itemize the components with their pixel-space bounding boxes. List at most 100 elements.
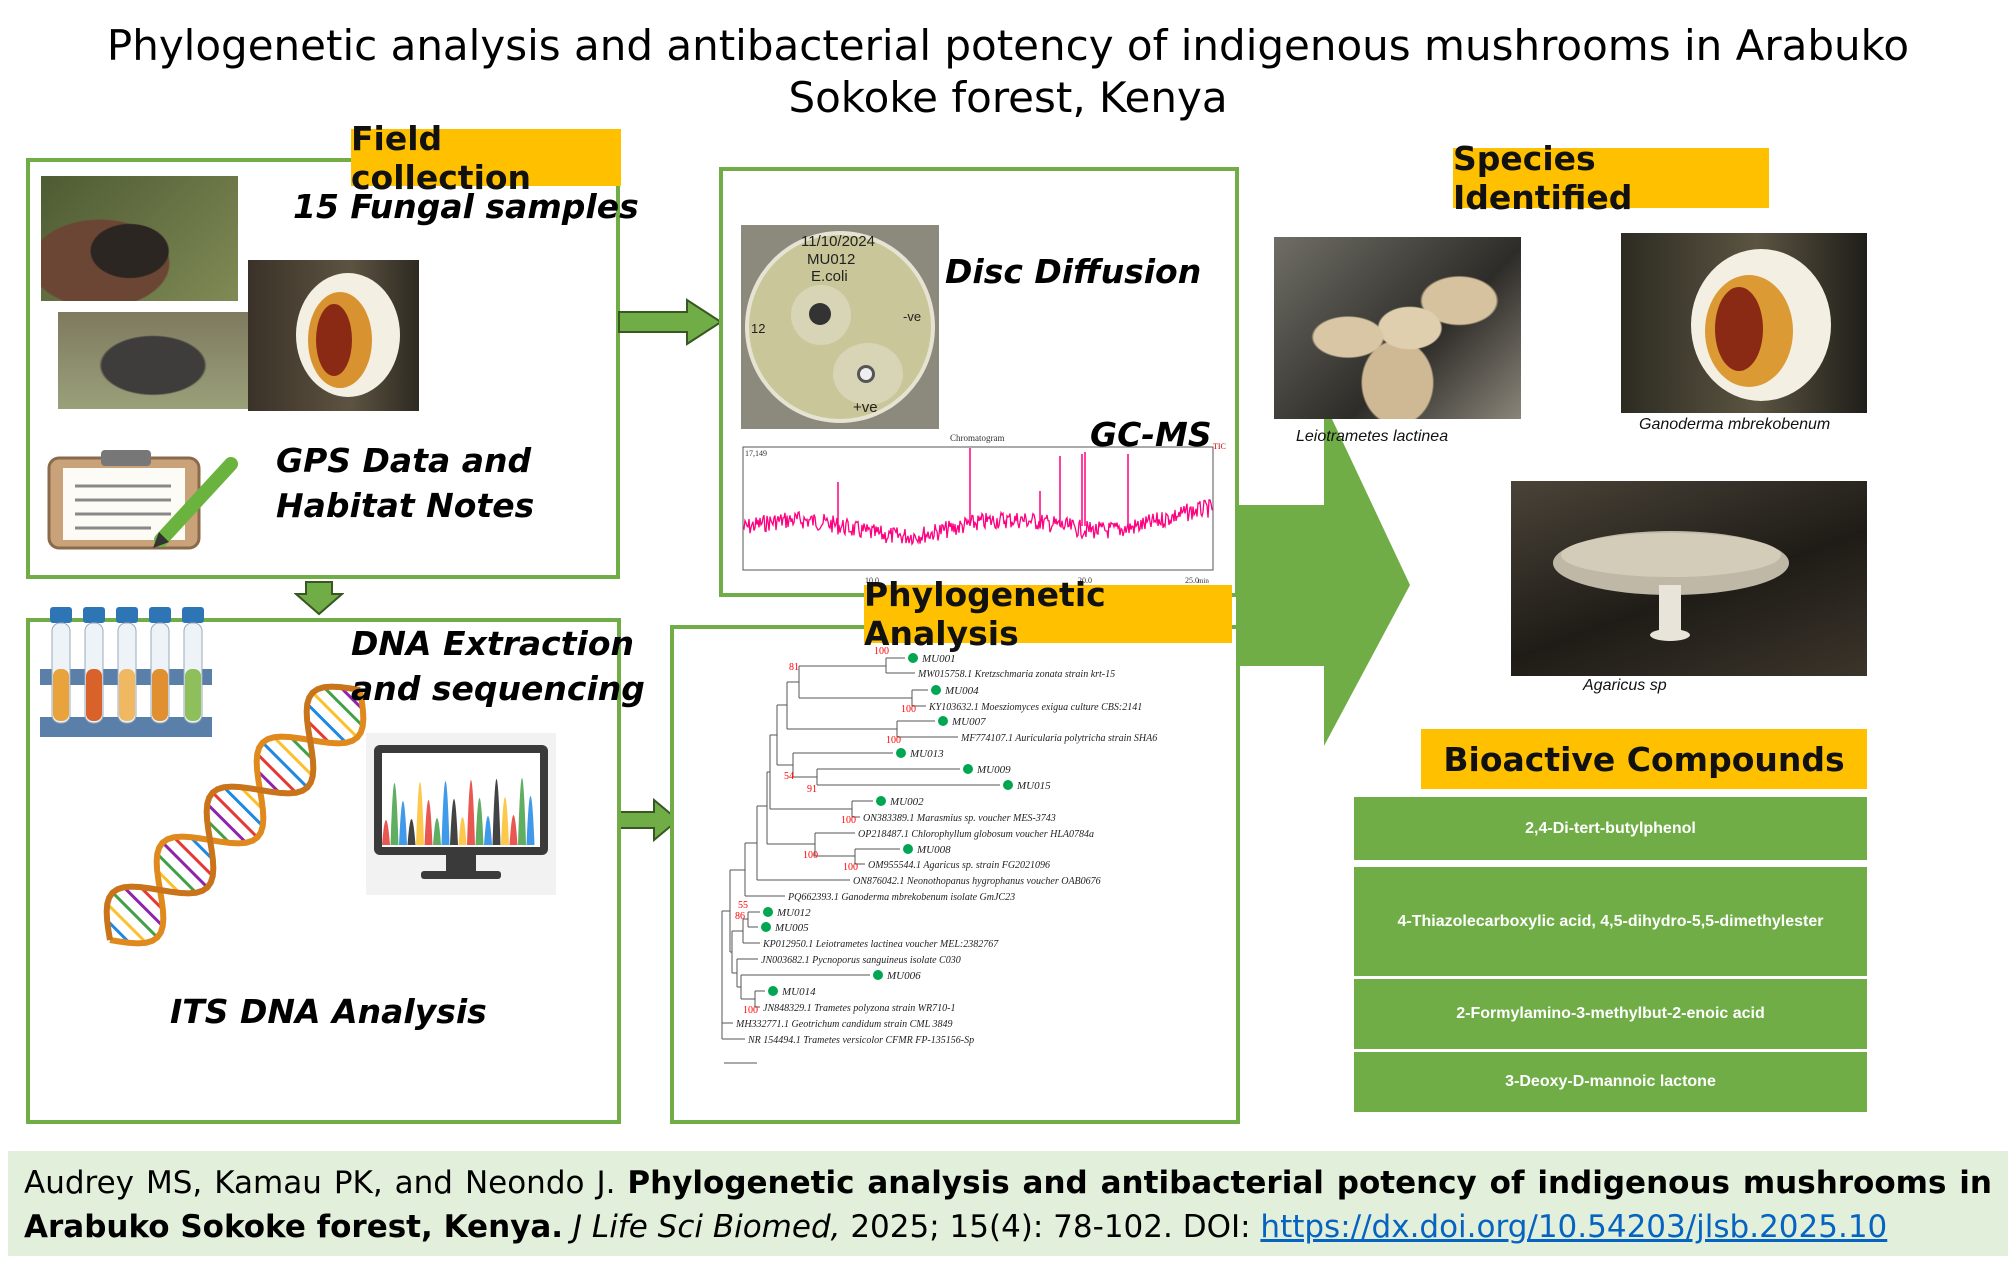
tube-cap xyxy=(182,607,204,623)
sequence-peak xyxy=(484,816,492,845)
sample-dot xyxy=(876,796,886,806)
sample-dot xyxy=(963,764,973,774)
compound-item: 2,4-Di-tert-butylphenol xyxy=(1354,797,1867,860)
base-pair xyxy=(222,786,264,828)
petri-dish-photo: 11/10/2024 MU012 E.coli 12 -ve +ve xyxy=(741,225,939,429)
tree-leaf-label: MU014 xyxy=(781,986,816,998)
plate-sample: MU012 xyxy=(807,251,856,268)
ganoderma-field-photo xyxy=(248,260,419,411)
tree-leaf-label: ON383389.1 Marasmius sp. voucher MES-374… xyxy=(863,813,1056,824)
bootstrap-value: 91 xyxy=(807,784,817,795)
tree-leaf-label: MU007 xyxy=(951,716,986,728)
sample-dot xyxy=(938,716,948,726)
base-pair xyxy=(111,891,159,939)
citation-journal: J Life Sci Biomed, xyxy=(572,1209,841,1245)
citation: Audrey MS, Kamau PK, and Neondo J. Phylo… xyxy=(8,1151,2008,1256)
species-caption-agaricus: Agaricus sp xyxy=(1583,677,1667,694)
ganoderma-photo xyxy=(1621,233,1867,413)
base-pair xyxy=(256,752,298,794)
base-pair xyxy=(261,741,309,789)
tree-leaf-label: OP218487.1 Chlorophyllum globosum vouche… xyxy=(858,829,1094,840)
tube-cap xyxy=(116,607,138,623)
tree-leaf-label: MU001 xyxy=(921,653,956,665)
sample-dot xyxy=(873,970,883,980)
bioactive-compounds-tag: Bioactive Compounds xyxy=(1421,729,1867,789)
sequence-peak xyxy=(399,801,407,845)
base-pair xyxy=(106,919,131,944)
dna-extraction-line2: and sequencing xyxy=(351,669,645,708)
chromatogram-tic: TIC xyxy=(1213,442,1226,451)
big-arrow-icon xyxy=(1236,402,1410,746)
chromatogram-ymax: 17,149 xyxy=(745,449,767,458)
phylogenetic-analysis-tag: Phylogenetic Analysis xyxy=(864,575,1232,653)
plate-negative-control: -ve xyxy=(903,309,922,324)
doi-link[interactable]: https://dx.doi.org/10.54203/jlsb.2025.10 xyxy=(1260,1209,1888,1245)
tree-leaf-label: MH332771.1 Geotrichum candidum strain CM… xyxy=(735,1019,952,1030)
species-caption-ganoderma: Ganoderma mbrekobenum xyxy=(1639,416,1831,433)
sequence-peak xyxy=(501,797,509,845)
citation-authors: Audrey MS, Kamau PK, and Neondo J. xyxy=(24,1165,628,1201)
mushroom-illustration xyxy=(296,273,400,397)
tree-leaf-label: NR 154494.1 Trametes versicolor CFMR FP-… xyxy=(747,1035,974,1046)
base-pair xyxy=(161,841,209,889)
sequence-peak xyxy=(526,796,535,845)
bootstrap-value: 86 xyxy=(735,911,745,922)
citation-title: Phylogenetic analysis and antibacterial … xyxy=(24,1165,1993,1245)
base-pair xyxy=(311,691,359,739)
test-tubes-icon xyxy=(40,607,212,737)
fungal-samples-label: 15 Fungal samples xyxy=(293,187,639,226)
sequence-peak xyxy=(382,820,390,845)
base-pair xyxy=(306,719,331,744)
sequence-peak xyxy=(433,818,441,845)
base-pair xyxy=(172,836,214,878)
base-pair xyxy=(322,686,364,728)
sample-dot xyxy=(931,685,941,695)
base-pair xyxy=(211,791,259,839)
arrow-down-icon xyxy=(294,581,344,616)
sequence-peak xyxy=(407,819,416,845)
tube-liquid xyxy=(185,669,201,721)
tree-leaf-label: ON876042.1 Neonothopanus hygrophanus vou… xyxy=(853,876,1101,887)
base-pair xyxy=(339,686,364,711)
arrow-right-icon xyxy=(618,298,723,346)
bootstrap-value: 55 xyxy=(738,900,748,911)
base-pair xyxy=(206,802,248,844)
hand-sample-photo xyxy=(41,176,238,301)
compound-item: 2-Formylamino-3-methylbut-2-enoic acid xyxy=(1354,979,1867,1049)
bootstrap-value: 100 xyxy=(803,850,818,861)
base-pair xyxy=(156,869,181,894)
sample-dot xyxy=(768,986,778,996)
compound-item: 3-Deoxy-D-mannoic lactone xyxy=(1354,1052,1867,1112)
sequence-peak xyxy=(475,798,484,845)
sequence-peak xyxy=(416,782,424,845)
sequence-peak xyxy=(424,800,433,845)
bootstrap-value: 81 xyxy=(789,662,799,673)
sequence-peak xyxy=(450,799,458,845)
leiotrametes-photo xyxy=(1274,237,1521,419)
sequencing-monitor-icon xyxy=(366,733,556,895)
bootstrap-value: 100 xyxy=(886,735,901,746)
tree-leaf-label: KY103632.1 Moesziomyces exigua culture C… xyxy=(928,702,1142,713)
sequence-peak xyxy=(390,783,399,845)
helix-strand xyxy=(109,689,367,947)
sequence-peak xyxy=(509,815,518,845)
plate-positive-control: +ve xyxy=(853,399,878,416)
citation-details: 2025; 15(4): 78-102. DOI: xyxy=(840,1209,1261,1245)
tree-leaf-label: MU006 xyxy=(886,970,921,982)
tree-leaf-label: PQ662393.1 Ganoderma mbrekobenum isolate… xyxy=(787,892,1015,903)
sample-dot xyxy=(761,922,771,932)
tree-leaf-label: MU015 xyxy=(1016,780,1051,792)
base-pair xyxy=(272,736,314,778)
base-pair xyxy=(139,886,164,911)
base-pair xyxy=(122,886,164,928)
species-identified-tag: Species Identified xyxy=(1453,139,1769,217)
base-pair xyxy=(306,702,348,744)
plate-organism: E.coli xyxy=(811,268,848,285)
tube-liquid xyxy=(86,669,102,721)
base-pair xyxy=(289,736,314,761)
sequence-peak xyxy=(492,779,501,845)
tree-leaf-label: MU009 xyxy=(976,764,1011,776)
tree-leaf-label: KP012950.1 Leiotrametes lactinea voucher… xyxy=(762,939,999,950)
arrow-right-icon xyxy=(617,798,680,842)
